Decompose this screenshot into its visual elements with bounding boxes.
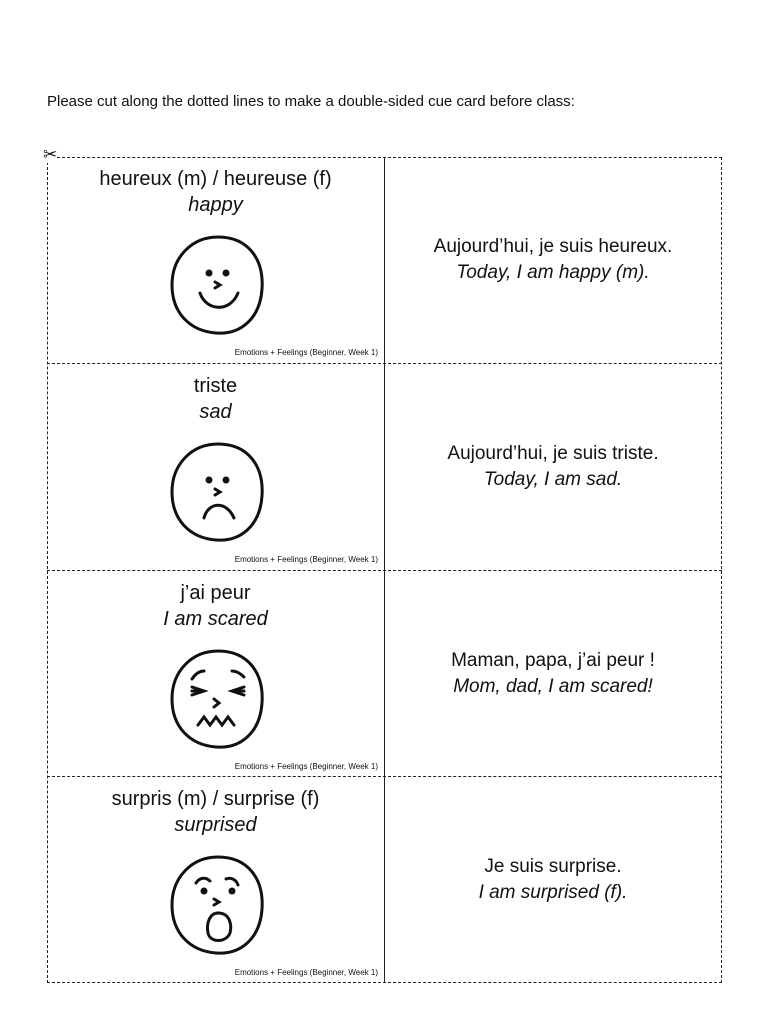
card-translation: surprised [174,814,257,836]
cut-line [47,363,722,364]
cue-card: heureux (m) / heureuse (f) happy Emotion… [47,157,722,363]
card-sentence-translation: Today, I am sad. [483,469,623,490]
card-word: surpris (m) / surprise (f) [111,788,320,810]
card-sentence-translation: I am surprised (f). [478,882,628,903]
card-sentence: Maman, papa, j’ai peur ! [451,650,655,671]
instructions: Please cut along the dotted lines to mak… [47,93,575,110]
card-sentence: Aujourd’hui, je suis triste. [447,443,659,464]
sad-face-icon [170,442,264,542]
card-footer: Emotions + Feelings (Beginner, Week 1) [234,348,378,357]
card-word: triste [193,375,238,397]
card-translation: happy [188,194,243,216]
scissors-icon: ✂ [43,145,58,164]
cue-card: surpris (m) / surprise (f) surprised Emo… [47,777,722,983]
scared-face-icon [170,649,264,749]
card-footer: Emotions + Feelings (Beginner, Week 1) [234,762,378,771]
card-sentence-translation: Today, I am happy (m). [456,262,650,283]
happy-face-icon [170,235,264,335]
cut-line [47,776,722,777]
card-sentence: Aujourd’hui, je suis heureux. [433,236,673,257]
card-sentence-translation: Mom, dad, I am scared! [453,676,653,697]
card-translation: sad [199,401,232,423]
cue-card: j’ai peur I am scared Emotions + Feeling… [47,571,722,777]
card-word: j’ai peur [180,582,251,604]
surprised-face-icon [170,855,264,955]
card-footer: Emotions + Feelings (Beginner, Week 1) [234,555,378,564]
card-translation: I am scared [163,608,268,630]
card-word: heureux (m) / heureuse (f) [99,168,332,190]
cut-line [47,570,722,571]
card-footer: Emotions + Feelings (Beginner, Week 1) [234,968,378,977]
cue-card: triste sad Emotions + Feelings (Beginner… [47,364,722,570]
card-sentence: Je suis surprise. [484,856,622,877]
